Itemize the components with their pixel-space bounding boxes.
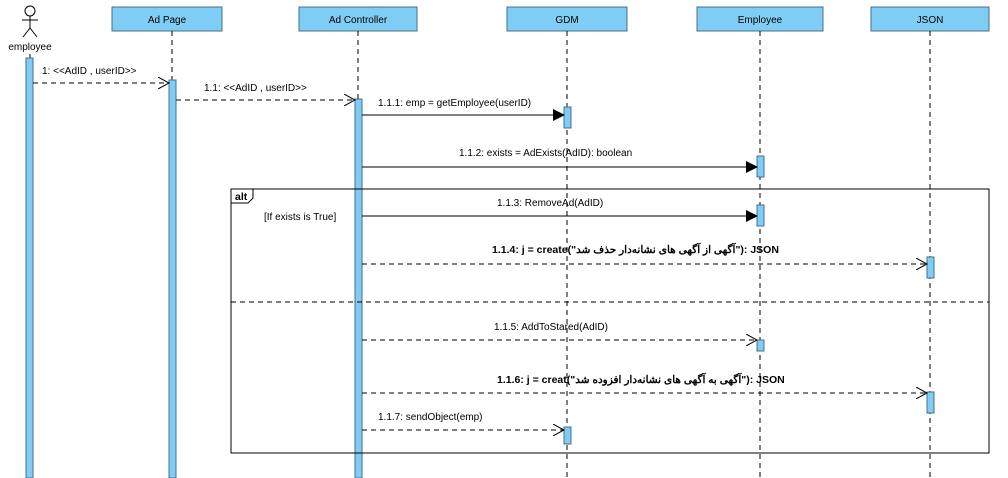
message-1-1-2[interactable]: 1.1.2: exists = AdExists(AdID): boolean	[362, 148, 758, 173]
participant-label: Ad Controller	[329, 15, 388, 26]
activation-actor	[25, 57, 34, 478]
actor-label: employee	[8, 42, 52, 53]
fragment-guard: [If exists is True]	[264, 212, 336, 223]
participant-label: Ad Page	[148, 15, 187, 26]
message-label: 1.1.4: j = create("آگهی از آگهی های نشان…	[492, 242, 779, 256]
activation-adpage	[168, 79, 177, 478]
message-label: 1: <<AdID , userID>>	[42, 66, 137, 77]
participant-box	[870, 6, 990, 32]
message-label: 1.1: <<AdID , userID>>	[204, 83, 307, 94]
message-1-1-1[interactable]: 1.1.1: emp = getEmployee(userID)	[362, 98, 565, 121]
activation-gdm-1	[563, 106, 572, 129]
participant-adcontroller[interactable]: Ad Controller	[298, 6, 418, 32]
activation-json-2	[926, 391, 935, 414]
message-label: 1.1.3: RemoveAd(AdID)	[497, 198, 603, 209]
participant-employee[interactable]: Employee	[696, 6, 824, 32]
participant-adpage[interactable]: Ad Page	[111, 6, 223, 32]
stick-figure-icon	[22, 5, 38, 38]
actor-employee[interactable]: employee	[8, 5, 52, 53]
fragment-operator: alt	[235, 191, 248, 203]
alt-fragment[interactable]: alt [If exists is True]	[230, 188, 990, 454]
participant-box	[111, 6, 223, 32]
participant-json[interactable]: JSON	[870, 6, 990, 32]
participant-label: JSON	[917, 15, 944, 26]
activation-employee-3	[756, 339, 765, 352]
message-1-1-3[interactable]: 1.1.3: RemoveAd(AdID)	[362, 198, 758, 222]
message-1-1-5[interactable]: 1.1.5: AddToStared(AdID)	[362, 322, 757, 340]
message-label: 1.1.2: exists = AdExists(AdID): boolean	[459, 148, 632, 159]
activation-adcontroller	[354, 98, 363, 478]
message-label: 1.1.1: emp = getEmployee(userID)	[378, 98, 531, 109]
message-label: 1.1.7: sendObject(emp)	[378, 412, 483, 423]
fragment-frame	[230, 188, 990, 454]
message-1-1-7[interactable]: 1.1.7: sendObject(emp)	[362, 412, 564, 430]
activation-employee-2	[756, 204, 765, 227]
activation-employee-1	[756, 155, 765, 178]
participant-label: GDM	[555, 15, 578, 26]
activation-json-1	[926, 256, 935, 279]
fragment-operator-tab	[230, 188, 254, 204]
message-label: 1.1.5: AddToStared(AdID)	[494, 322, 608, 333]
participant-gdm[interactable]: GDM	[506, 6, 628, 32]
participant-box	[506, 6, 628, 32]
participant-label: Employee	[738, 15, 783, 26]
message-label: 1.1.6: j = creat("آگهی به آگهی های نشانه…	[497, 372, 785, 386]
message-1-1-4[interactable]: 1.1.4: j = create("آگهی از آگهی های نشان…	[362, 242, 927, 264]
message-1-1-6[interactable]: 1.1.6: j = creat("آگهی به آگهی های نشانه…	[362, 372, 927, 393]
message-1[interactable]: 1: <<AdID , userID>>	[33, 66, 169, 83]
participant-box	[696, 6, 824, 32]
message-1-1[interactable]: 1.1: <<AdID , userID>>	[176, 83, 355, 100]
participant-box	[298, 6, 418, 32]
activation-gdm-2	[563, 426, 572, 445]
